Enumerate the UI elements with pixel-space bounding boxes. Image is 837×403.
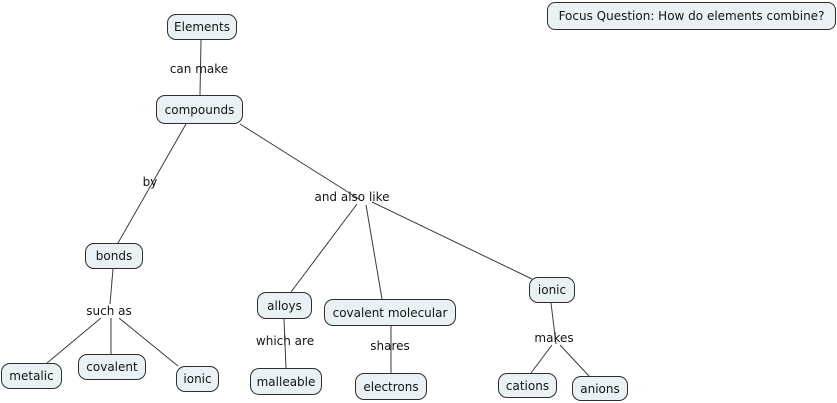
concept-alloys[interactable]: alloys <box>257 292 312 319</box>
edge-makes-to-anions <box>559 344 590 377</box>
concept-anions[interactable]: anions <box>572 376 628 401</box>
concept-electrons[interactable]: electrons <box>355 373 427 400</box>
concept-compounds[interactable]: compounds <box>156 95 243 124</box>
edge-such-as-to-ionic-bond <box>118 317 179 367</box>
link-label-shares[interactable]: shares <box>370 339 410 353</box>
edge-bonds-to-such-as <box>109 268 114 305</box>
edge-and-also-like-to-alloys <box>290 203 358 293</box>
edge-compounds-to-bonds <box>117 123 187 244</box>
concept-covalent-molecular[interactable]: covalent molecular <box>324 299 456 326</box>
edge-ionic-to-makes <box>550 302 557 345</box>
concept-covalent[interactable]: covalent <box>78 354 146 380</box>
edge-elements-to-compounds <box>199 39 202 96</box>
link-label-by[interactable]: by <box>142 175 158 189</box>
edge-compounds-to-and-also-like <box>239 123 360 200</box>
concept-metalic[interactable]: metalic <box>1 363 62 389</box>
concept-bonds[interactable]: bonds <box>85 243 143 269</box>
edge-such-as-to-metalic <box>46 317 102 364</box>
concept-ionic-compound[interactable]: ionic <box>529 277 575 303</box>
edge-and-also-like-to-ionic <box>371 201 533 280</box>
link-label-can-make[interactable]: can make <box>169 62 229 76</box>
focus-question-box[interactable]: Focus Question: How do elements combine? <box>547 2 836 30</box>
concept-elements[interactable]: Elements <box>167 14 237 40</box>
link-label-which-are[interactable]: which are <box>255 334 315 348</box>
concept-malleable[interactable]: malleable <box>250 368 322 395</box>
link-label-and-also-like[interactable]: and also like <box>314 190 390 204</box>
concept-ionic-bond[interactable]: ionic <box>176 366 219 392</box>
concept-cations[interactable]: cations <box>498 373 557 398</box>
edge-alloys-to-malleable <box>283 318 287 369</box>
edge-makes-to-cations <box>530 344 553 374</box>
link-label-makes[interactable]: makes <box>534 331 574 345</box>
link-label-such-as[interactable]: such as <box>86 304 132 318</box>
edge-and-also-like-to-covalent-molecular <box>365 204 383 300</box>
